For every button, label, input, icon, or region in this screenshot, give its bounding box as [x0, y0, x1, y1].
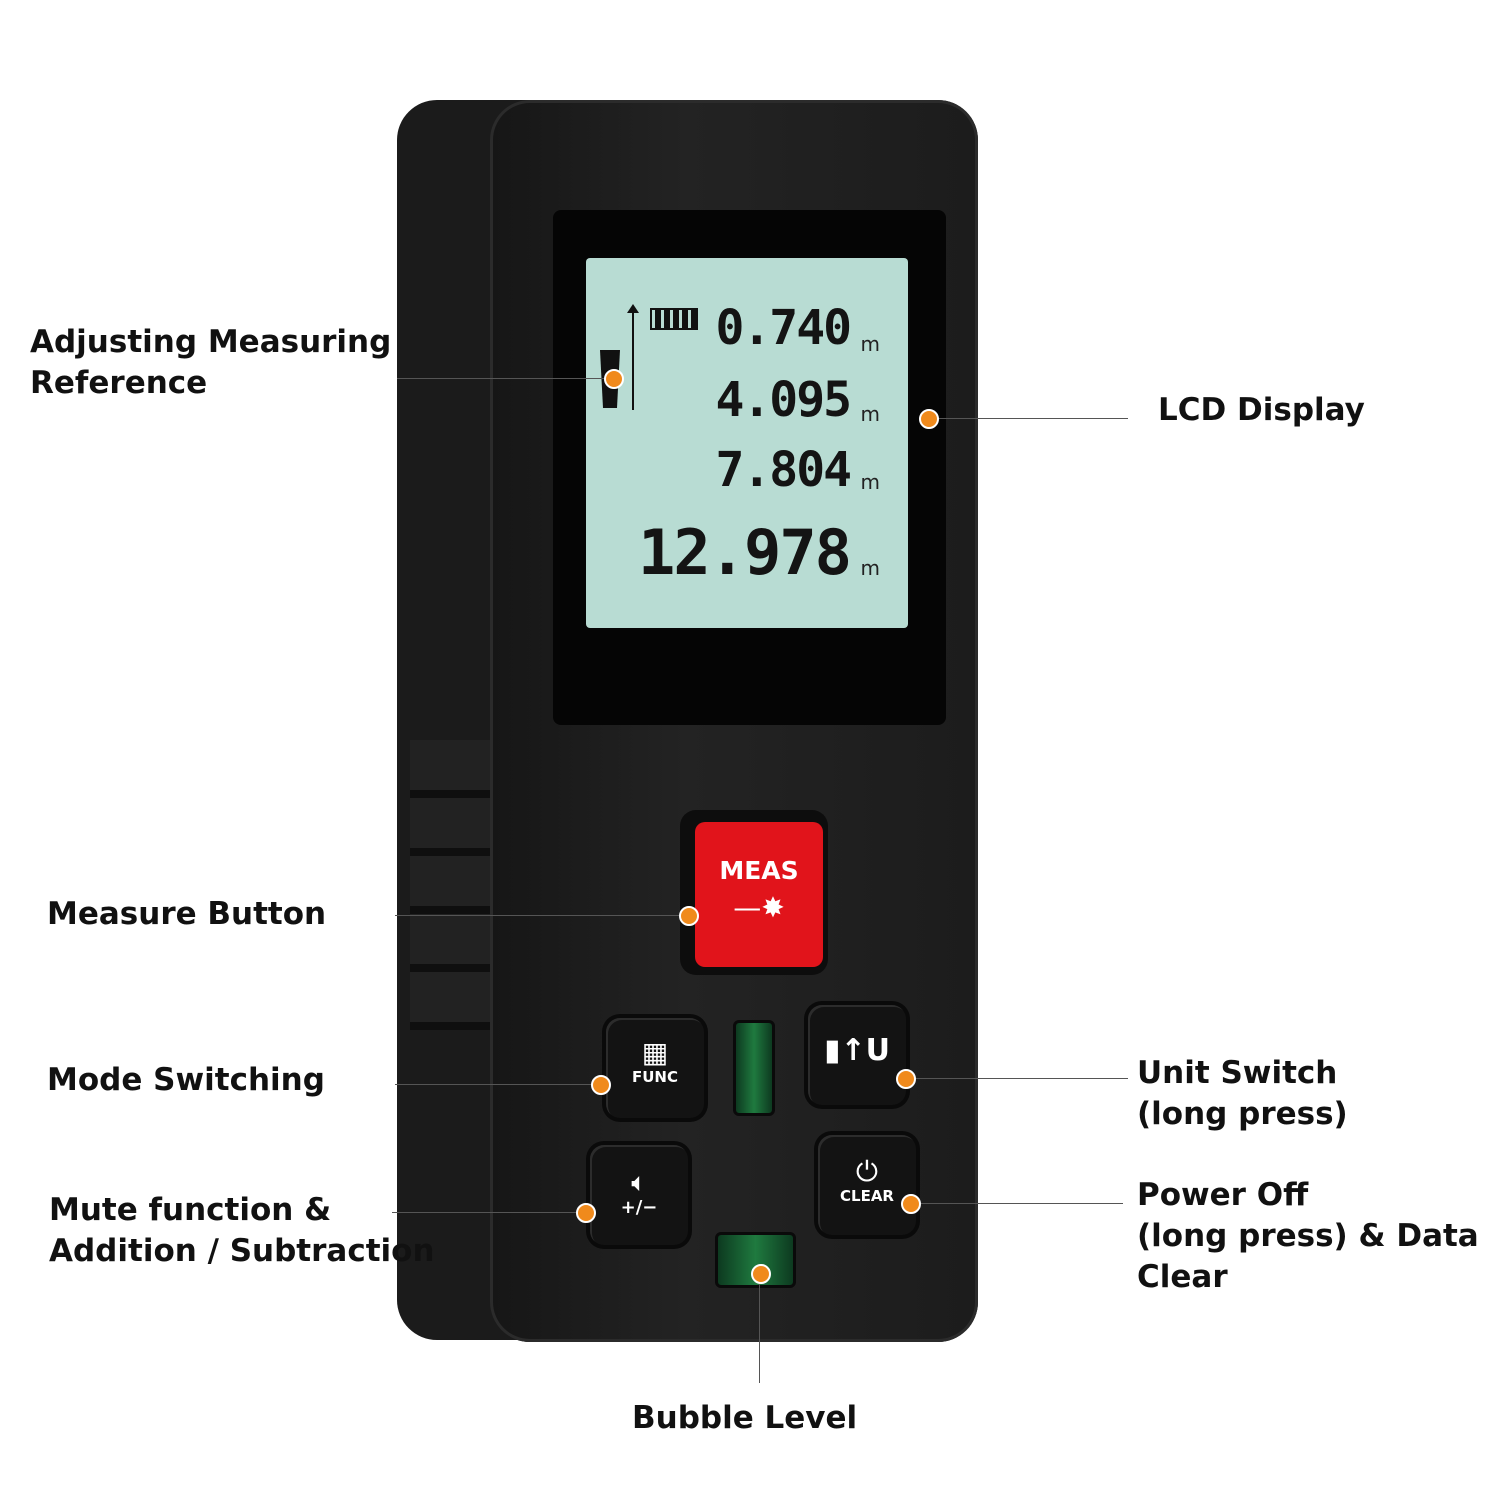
lcd-reading-3: 7.804: [715, 442, 852, 498]
label-power: Power Off (long press) & Data Clear: [1137, 1175, 1479, 1298]
label-line: Addition / Subtraction: [49, 1233, 435, 1269]
func-label: FUNC: [632, 1068, 678, 1086]
bubble-level-vertical: [733, 1020, 775, 1116]
clear-label: CLEAR: [840, 1187, 894, 1205]
unit-button[interactable]: ▮↑U: [808, 1005, 906, 1105]
lcd-reading-1: 0.740: [715, 300, 852, 356]
speaker-icon: 🔈︎: [631, 1168, 647, 1198]
label-line: Clear: [1137, 1259, 1228, 1295]
func-button[interactable]: ▦ FUNC: [606, 1018, 704, 1118]
callout-dot: [919, 409, 939, 429]
battery-full-icon: [650, 308, 698, 330]
callout-dot: [591, 1075, 611, 1095]
lcd-reading-2: 4.095: [715, 372, 852, 428]
label-lcd: LCD Display: [1158, 392, 1365, 428]
measure-button[interactable]: MEAS —✸: [695, 822, 823, 967]
label-reference: Adjusting Measuring Reference: [30, 322, 391, 404]
label-line: Mute function &: [49, 1192, 332, 1228]
leader-line: [397, 378, 613, 379]
leader-line: [395, 915, 688, 916]
label-line: (long press) & Data: [1137, 1218, 1479, 1254]
leader-line: [395, 1084, 600, 1085]
reference-arrow-icon: [632, 310, 634, 410]
mute-plus-minus-button[interactable]: 🔈︎ +/−: [590, 1145, 688, 1245]
label-bubble: Bubble Level: [632, 1400, 858, 1436]
lcd-reading-4: 12.978: [638, 516, 852, 589]
callout-dot: [751, 1264, 771, 1284]
label-unit: Unit Switch (long press): [1137, 1053, 1348, 1135]
power-icon: ⏻: [855, 1155, 879, 1188]
lcd-unit-2: m: [860, 402, 880, 426]
label-mute: Mute function & Addition / Subtraction: [49, 1190, 435, 1272]
side-grip: [410, 740, 490, 1030]
leader-line: [392, 1212, 585, 1213]
lcd-display: 0.740 m 4.095 m 7.804 m 12.978 m: [586, 258, 908, 628]
modes-icon: ▦: [641, 1036, 669, 1069]
clear-power-button[interactable]: ⏻ CLEAR: [818, 1135, 916, 1235]
lcd-unit-3: m: [860, 470, 880, 494]
leader-line: [910, 1203, 1123, 1204]
label-line: Reference: [30, 365, 208, 401]
callout-dot: [679, 906, 699, 926]
label-line: Adjusting Measuring: [30, 324, 392, 360]
label-line: Power Off: [1137, 1177, 1309, 1213]
arrow-head-icon: [627, 304, 639, 313]
plus-minus-label: +/−: [620, 1197, 658, 1218]
label-measure: Measure Button: [47, 896, 327, 932]
laser-icon: —✸: [733, 891, 785, 924]
unit-label: U: [865, 1033, 891, 1068]
callout-dot: [604, 369, 624, 389]
callout-dot: [901, 1194, 921, 1214]
callout-dot: [896, 1069, 916, 1089]
bubble-level-horizontal: [715, 1232, 796, 1288]
leader-line: [905, 1078, 1128, 1079]
leader-line: [928, 418, 1128, 419]
lcd-unit-1: m: [860, 332, 880, 356]
measure-label: MEAS: [719, 856, 799, 885]
label-line: Unit Switch: [1137, 1055, 1338, 1091]
unit-icon: ▮↑U: [823, 1033, 891, 1068]
label-line: (long press): [1137, 1096, 1348, 1132]
lcd-unit-4: m: [860, 556, 880, 580]
label-mode: Mode Switching: [47, 1062, 325, 1098]
callout-dot: [576, 1203, 596, 1223]
leader-line: [759, 1273, 760, 1383]
